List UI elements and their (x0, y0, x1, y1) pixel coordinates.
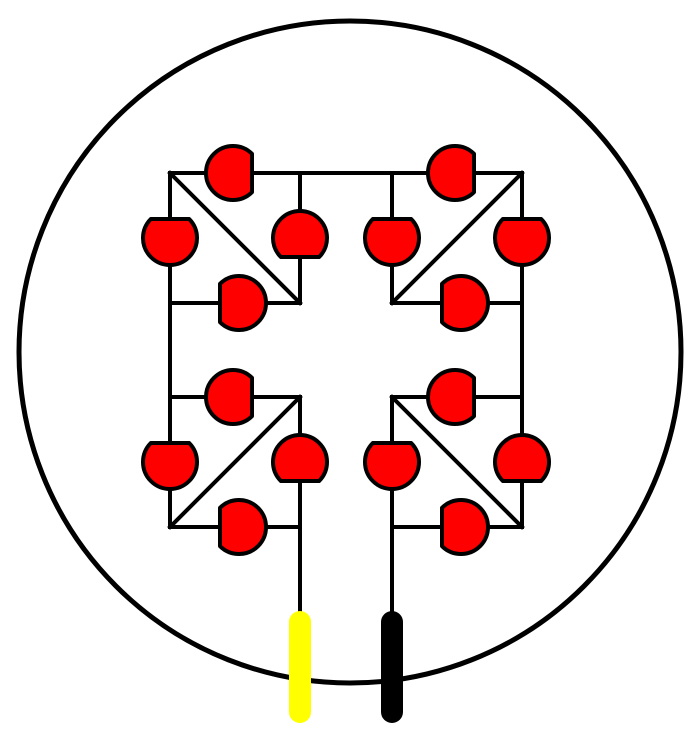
led-icon (426, 144, 476, 202)
led-icon (493, 217, 551, 267)
leds (141, 144, 551, 556)
led-icon (440, 274, 490, 332)
led-icon (363, 441, 421, 491)
led-icon (141, 217, 199, 267)
led-icon (204, 144, 254, 202)
led-icon (271, 433, 329, 483)
diagonal-wire (167, 394, 303, 530)
led-icon (218, 498, 268, 556)
diagonal-wire (167, 170, 303, 306)
led-icon (440, 498, 490, 556)
led-icon (141, 441, 199, 491)
led-icon (493, 433, 551, 483)
led-icon (363, 217, 421, 267)
outer-housing-circle (16, 18, 684, 686)
led-icon (204, 368, 254, 426)
led-icon (271, 209, 329, 259)
led-icon (426, 368, 476, 426)
leads (289, 611, 403, 723)
diagonal-wire (389, 170, 525, 306)
led-icon (218, 274, 268, 332)
diagonal-wire (389, 394, 525, 530)
